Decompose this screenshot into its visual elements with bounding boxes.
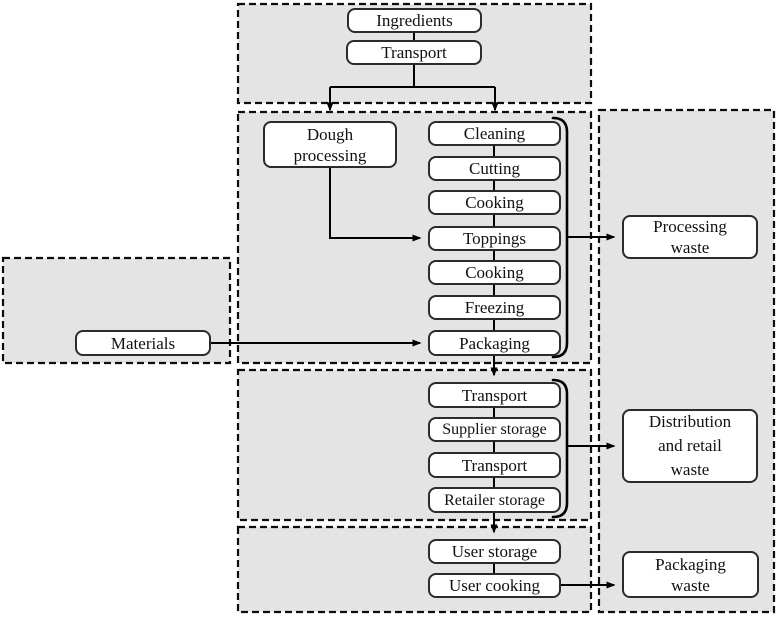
node-toppings: Toppings: [428, 226, 561, 251]
node-processing-waste: Processing waste: [622, 215, 758, 259]
connector-transport-split: [330, 65, 495, 88]
node-transport-distribution-2: Transport: [428, 452, 561, 478]
node-packaging: Packaging: [428, 330, 561, 356]
node-cooking-1: Cooking: [428, 190, 561, 215]
node-transport-distribution-1: Transport: [428, 382, 561, 408]
node-dough-processing: Dough processing: [263, 121, 397, 168]
bracket-distribution-stages: [551, 378, 569, 519]
node-user-cooking: User cooking: [428, 573, 561, 598]
node-packaging-waste: Packaging waste: [622, 551, 759, 598]
node-materials: Materials: [75, 330, 211, 356]
node-supplier-storage: Supplier storage: [428, 417, 561, 442]
node-cutting: Cutting: [428, 156, 561, 181]
node-distribution-retail-waste: Distribution and retail waste: [622, 409, 758, 483]
node-cleaning: Cleaning: [428, 121, 561, 146]
node-transport-inbound: Transport: [346, 40, 482, 65]
node-cooking-2: Cooking: [428, 260, 561, 285]
arrow-dough-to-toppings: [329, 168, 422, 242]
node-ingredients: Ingredients: [347, 8, 482, 33]
node-freezing: Freezing: [428, 295, 561, 320]
bracket-processing-stages: [551, 116, 569, 359]
node-user-storage: User storage: [428, 539, 561, 564]
node-retailer-storage: Retailer storage: [428, 487, 561, 513]
section-waste: [597, 108, 776, 614]
